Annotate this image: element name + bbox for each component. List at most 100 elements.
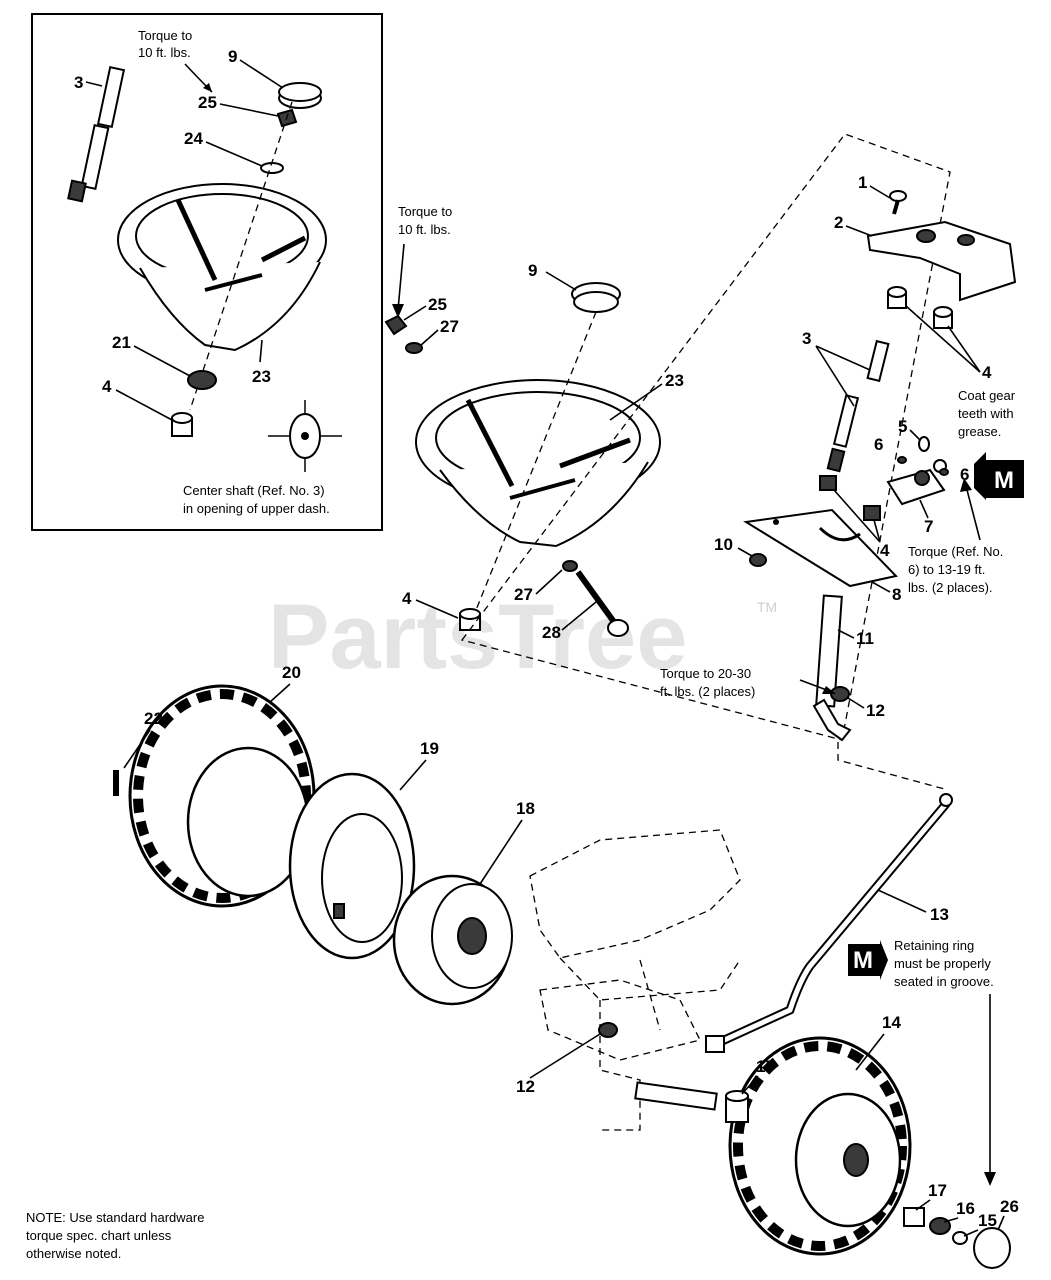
callout-9-main: 9 — [528, 261, 537, 280]
callout-20: 20 — [282, 663, 301, 682]
callout-25-inset: 25 — [198, 93, 217, 112]
inset-torque-note: Torque to 10 ft. lbs. — [138, 28, 192, 60]
bolt-6b — [939, 468, 949, 476]
callout-24-inset: 24 — [184, 129, 203, 148]
rim-18 — [392, 874, 513, 1006]
watermark-text: PartsTree — [268, 586, 687, 688]
main-steering-wheel — [415, 379, 661, 548]
wheel-14 — [728, 1036, 912, 1256]
callout-17-inner: 17 — [756, 1057, 775, 1076]
callout-17-outer: 17 — [928, 1181, 947, 1200]
svg-text:10 ft. lbs.: 10 ft. lbs. — [398, 222, 451, 237]
cap-26 — [973, 1227, 1011, 1269]
svg-text:otherwise noted.: otherwise noted. — [26, 1246, 121, 1261]
callout-26: 26 — [1000, 1197, 1019, 1216]
callout-22: 22 — [144, 709, 163, 728]
callout-21-inset: 21 — [112, 333, 131, 352]
tube-19 — [288, 772, 416, 960]
torque-nut-arrow — [397, 243, 405, 311]
nut-12-lower — [598, 1022, 618, 1038]
callout-14: 14 — [882, 1013, 901, 1032]
callout-10: 10 — [714, 535, 733, 554]
callout-4-inset: 4 — [102, 377, 112, 396]
footer-note: NOTE: Use standard hardware torque spec.… — [26, 1210, 204, 1261]
link-dashed — [837, 742, 949, 791]
callout-5: 5 — [898, 417, 907, 436]
callout-4-upper: 4 — [982, 363, 992, 382]
inset-dash-opening — [268, 400, 342, 472]
inset-steering-wheel — [117, 183, 327, 352]
inset-steering-shaft — [67, 65, 126, 203]
bracket-2 — [866, 220, 1017, 302]
ring-15 — [952, 1231, 968, 1245]
front-axle-frame-dashed — [529, 829, 741, 1131]
inset-frame — [31, 13, 383, 531]
callout-13: 13 — [930, 905, 949, 924]
svg-text:Torque to: Torque to — [138, 28, 192, 43]
svg-text:6) to 13-19 ft.: 6) to 13-19 ft. — [908, 562, 985, 577]
callout-15: 15 — [978, 1211, 997, 1230]
inset-hub — [187, 370, 217, 390]
gear-7 — [886, 459, 947, 506]
bushing-17-inner — [725, 1090, 749, 1123]
svg-text:Center shaft (Ref. No. 3): Center shaft (Ref. No. 3) — [183, 483, 325, 498]
assembly-dashed-boundary — [460, 133, 951, 741]
svg-text:Coat gear: Coat gear — [958, 388, 1016, 403]
torque-20-30-note: Torque to 20-30 ft. lbs. (2 places) — [660, 666, 755, 699]
inset-bushing — [171, 412, 193, 437]
callout-28-main: 28 — [542, 623, 561, 642]
svg-text:M: M — [994, 467, 1014, 494]
torque-ref6-note: Torque (Ref. No. 6) to 13-19 ft. lbs. (2… — [908, 544, 1003, 595]
callout-4-main: 4 — [402, 589, 412, 608]
svg-text:Torque to 20-30: Torque to 20-30 — [660, 666, 751, 681]
steering-arm-11 — [812, 594, 852, 742]
svg-text:Torque (Ref. No.: Torque (Ref. No. — [908, 544, 1003, 559]
svg-text:Retaining ring: Retaining ring — [894, 938, 974, 953]
svg-text:must be properly: must be properly — [894, 956, 991, 971]
callout-16: 16 — [956, 1199, 975, 1218]
callout-19: 19 — [420, 739, 439, 758]
callout-3: 3 — [802, 329, 811, 348]
main-nut-25 — [384, 314, 408, 336]
m-badge-lower: M — [848, 940, 888, 980]
callout-9-inset: 9 — [228, 47, 237, 66]
callout-18: 18 — [516, 799, 535, 818]
main-washer-27 — [405, 342, 423, 354]
svg-text:lbs. (2 places).: lbs. (2 places). — [908, 580, 993, 595]
bolt-1 — [889, 190, 907, 215]
callout-27b-main: 27 — [514, 585, 533, 604]
inset-assembly-axis — [189, 101, 293, 411]
callout-25-main: 25 — [428, 295, 447, 314]
watermark-trademark: TM — [757, 599, 777, 615]
shaft-3 — [826, 339, 890, 473]
bolt-6a — [897, 456, 907, 464]
callout-23-main: 23 — [665, 371, 684, 390]
callout-12-upper: 12 — [866, 701, 885, 720]
callout-4-lower: 4 — [880, 541, 890, 560]
svg-text:teeth with: teeth with — [958, 406, 1014, 421]
callout-6a: 6 — [874, 435, 883, 454]
plate-8 — [743, 508, 898, 588]
retaining-ring-note: Retaining ring must be properly seated i… — [894, 938, 994, 989]
inset-washer — [260, 162, 284, 174]
callout-12-lower: 12 — [516, 1077, 535, 1096]
callout-1: 1 — [858, 173, 867, 192]
pin-5 — [918, 436, 930, 452]
bushing-17-outer — [903, 1207, 925, 1227]
callout-2: 2 — [834, 213, 843, 232]
svg-text:M: M — [853, 947, 873, 974]
callout-3-inset: 3 — [74, 73, 83, 92]
svg-text:in opening of upper dash.: in opening of upper dash. — [183, 501, 330, 516]
torque-nut-note: Torque to 10 ft. lbs. — [398, 204, 452, 237]
coat-gear-note: Coat gear teeth with grease. — [958, 388, 1016, 439]
svg-text:10 ft. lbs.: 10 ft. lbs. — [138, 45, 191, 60]
bushing-4-lower — [819, 475, 881, 521]
callout-7: 7 — [924, 517, 933, 536]
main-assembly-axis — [469, 311, 597, 626]
svg-text:seated in groove.: seated in groove. — [894, 974, 994, 989]
inset-center-shaft-note: Center shaft (Ref. No. 3) in opening of … — [183, 483, 330, 516]
main-bushing-4 — [459, 608, 481, 631]
svg-text:Torque to: Torque to — [398, 204, 452, 219]
tie-rod-13 — [705, 793, 953, 1053]
